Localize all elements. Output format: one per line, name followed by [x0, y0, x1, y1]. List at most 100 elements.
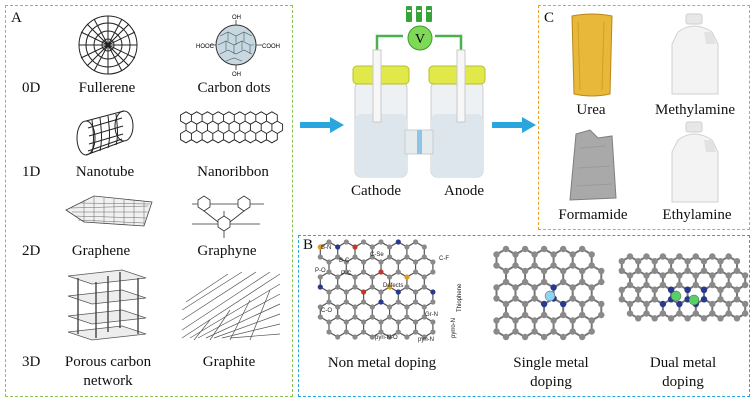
atom	[667, 258, 675, 265]
atom	[550, 251, 557, 258]
atom	[531, 317, 538, 324]
metal-atom	[544, 290, 556, 302]
atom	[352, 244, 358, 250]
atom	[361, 289, 367, 295]
atom	[588, 284, 595, 291]
atom	[560, 300, 567, 308]
atom	[531, 251, 538, 258]
atom	[369, 314, 375, 320]
methylamine-jug-icon	[671, 13, 719, 95]
annotation-p-o: P-O	[315, 268, 326, 274]
atom	[387, 314, 393, 320]
atom	[369, 334, 375, 340]
non-metal-doping-structure: B-N B-C P-C C-Se C-F P-O Defects C-O Gr-…	[315, 239, 463, 343]
graphite-label: Graphite	[202, 354, 256, 370]
atom	[579, 333, 586, 341]
atom	[387, 304, 393, 310]
atom	[335, 304, 341, 310]
annotation-pyri-n-o: pyri-N-O	[375, 335, 398, 341]
atom	[709, 272, 716, 279]
atom	[395, 289, 401, 295]
battery-icon	[406, 6, 432, 22]
atom	[378, 289, 384, 295]
panel-b	[298, 235, 750, 397]
atom	[502, 245, 510, 253]
carbon-dot-group-hooc: HOOC	[196, 44, 215, 50]
atom	[560, 333, 567, 341]
panel-c-letter: C	[544, 10, 555, 26]
atom	[502, 333, 510, 341]
carbon-dot-group-cooh: COOH	[262, 44, 280, 50]
atom	[430, 269, 436, 275]
atom	[626, 300, 634, 308]
atom	[531, 295, 538, 302]
atom	[550, 317, 557, 324]
atom	[512, 262, 519, 269]
atom	[352, 274, 358, 280]
nanoribbon-icon	[180, 111, 284, 144]
annotation-b-c: B-C	[339, 258, 350, 264]
arrow-right-icon	[492, 117, 536, 133]
atom	[643, 281, 650, 289]
atom	[430, 329, 436, 335]
atom	[659, 300, 667, 308]
atom	[626, 272, 634, 279]
atom	[560, 245, 567, 253]
atom	[493, 251, 500, 258]
atom	[317, 314, 323, 320]
atom	[404, 334, 410, 340]
atom	[700, 286, 708, 293]
atom	[512, 284, 519, 291]
atom	[588, 328, 595, 335]
atom	[550, 328, 557, 335]
atom	[326, 329, 332, 335]
atom	[343, 259, 349, 265]
atom	[725, 310, 732, 317]
atom	[404, 284, 410, 290]
atom	[618, 258, 625, 265]
atom	[569, 284, 576, 291]
atom	[725, 300, 732, 308]
annotation-pyrro-n: pyrro-N	[451, 318, 457, 338]
atom	[317, 244, 323, 250]
atom	[335, 244, 341, 250]
atom	[395, 319, 401, 325]
atom	[618, 286, 625, 293]
atom	[404, 304, 410, 310]
atom	[493, 317, 500, 324]
atom	[343, 269, 349, 275]
atom	[430, 299, 436, 305]
graphyne-label: Graphyne	[197, 243, 257, 259]
atom	[692, 272, 699, 279]
atom	[579, 300, 586, 308]
atom	[692, 253, 699, 260]
atom	[361, 239, 367, 245]
atom	[387, 254, 393, 260]
dim-label-1d: 1D	[22, 164, 41, 180]
metal-atom	[670, 290, 682, 302]
atom	[626, 310, 634, 317]
atom	[635, 296, 642, 303]
atom	[684, 267, 691, 274]
atom	[659, 272, 667, 279]
urea-label: Urea	[576, 102, 606, 118]
atom	[725, 253, 732, 260]
carbon-dot-icon: HOOC COOH OH OH	[196, 15, 280, 78]
atom	[643, 310, 650, 317]
atom	[651, 286, 658, 293]
atom	[709, 300, 716, 308]
atom	[326, 319, 332, 325]
atom	[317, 254, 323, 260]
atom	[343, 319, 349, 325]
atom	[326, 299, 332, 305]
atom	[643, 253, 650, 260]
atom	[692, 281, 699, 289]
atom	[343, 239, 349, 245]
atom	[635, 267, 642, 274]
ethylamine-jug-icon	[671, 121, 719, 203]
carbon-dot-group-oh-top: OH	[232, 15, 241, 21]
atom	[361, 259, 367, 265]
formamide-label: Formamide	[558, 207, 628, 223]
atom	[659, 310, 667, 317]
atom	[430, 259, 436, 265]
